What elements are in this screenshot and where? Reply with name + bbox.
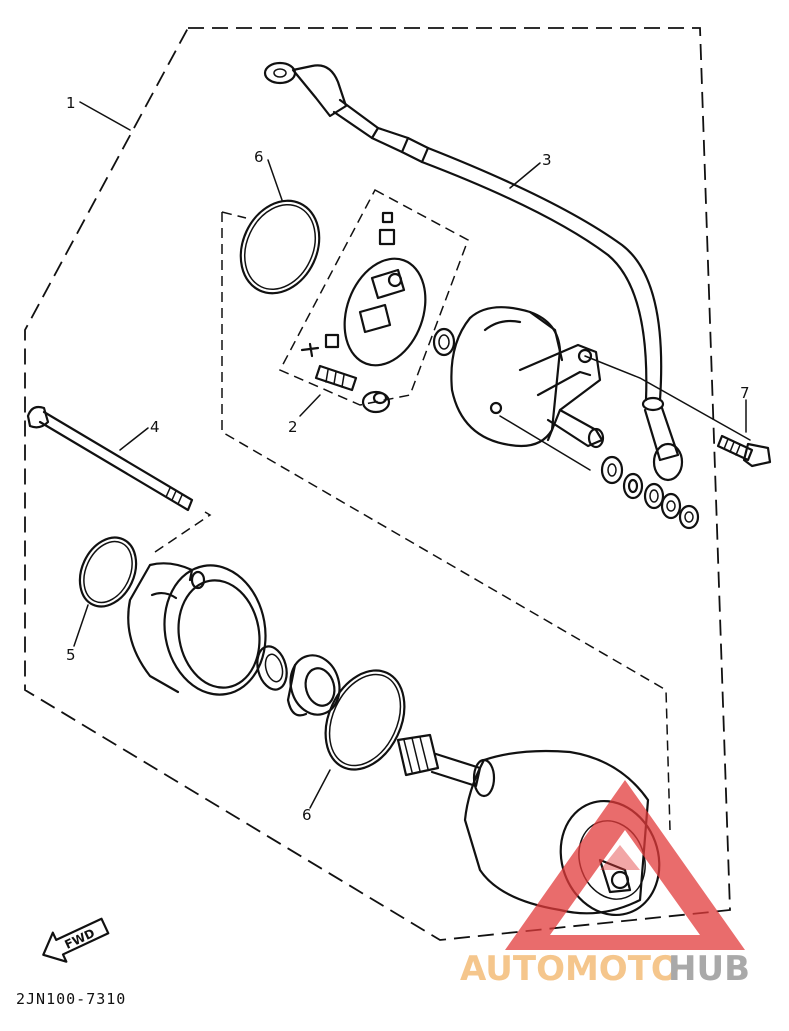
callout-4: 4	[150, 418, 160, 436]
callout-2: 2	[288, 418, 298, 436]
bolt-7	[716, 434, 772, 468]
cable-boot	[652, 442, 684, 482]
front-cover	[127, 562, 267, 696]
washer-cover	[432, 327, 456, 357]
watermark-logo	[505, 780, 745, 950]
brush-holder-assembly	[300, 211, 427, 414]
brush	[378, 228, 396, 246]
callout-3: 3	[542, 151, 552, 169]
callout-6-lower: 6	[302, 806, 312, 824]
callout-6-upper: 6	[254, 148, 264, 166]
callout-5: 5	[66, 646, 76, 664]
nut-2	[678, 504, 700, 530]
washer-small	[361, 390, 391, 414]
nut-1	[660, 492, 682, 520]
assembly-boundary	[24, 27, 731, 941]
watermark-triangle-icon	[505, 780, 745, 950]
watermark-text-part1: AUTOMOTO	[460, 949, 680, 989]
inner-boundary-lower	[154, 511, 212, 553]
o-ring-5	[78, 536, 138, 608]
terminal-bolt	[314, 364, 358, 392]
watermark-text-part2: HUB	[668, 949, 750, 989]
drawing-code: 2JN100-7310	[16, 990, 126, 1008]
starter-cable	[263, 61, 684, 482]
oil-seal	[256, 645, 288, 691]
washer-1	[600, 455, 624, 485]
washer-2	[622, 472, 644, 500]
bearing	[286, 654, 341, 717]
callout-7: 7	[740, 384, 750, 402]
brush-group-boundary	[278, 188, 469, 406]
washer-3	[643, 482, 665, 510]
cable-ring-hole	[273, 68, 287, 78]
rear-cover	[450, 306, 605, 449]
through-bolt-4	[26, 405, 194, 512]
inner-boundary	[221, 211, 671, 831]
brush-plate	[343, 257, 427, 367]
fwd-arrow: FWD	[42, 917, 110, 963]
cable-ring-terminal	[263, 61, 297, 85]
callout-1: 1	[66, 94, 76, 112]
o-ring-upper	[239, 199, 321, 295]
o-ring-lower	[324, 669, 406, 771]
